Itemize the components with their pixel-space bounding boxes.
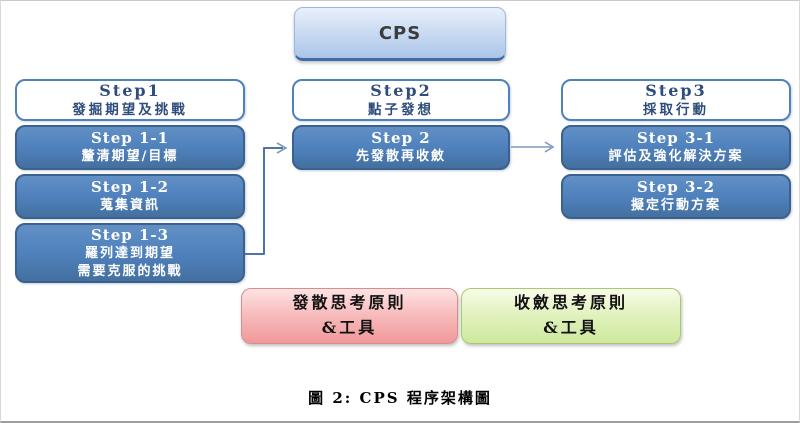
step-3-2-title: Step 3-2 [636, 177, 716, 196]
cps-label: CPS [378, 22, 422, 44]
step-1-2-box: Step 1-2 蒐集資訊 [15, 174, 245, 219]
convergent-tools-box: 收斂思考原則 &工具 [461, 288, 681, 344]
figure-caption: 圖 2: CPS 程序架構圖 [308, 389, 492, 407]
divergent-tools-line1: 發散思考原則 [292, 293, 407, 313]
step1-header-subtitle: 發掘期望及挑戰 [72, 101, 188, 118]
connector-step1-3-to-step2 [245, 147, 283, 255]
step3-header-box: Step3 採取行動 [561, 79, 791, 121]
step-3-1-subtitle: 評估及強化解決方案 [608, 149, 744, 165]
step2-header-box: Step2 點子發想 [292, 79, 510, 121]
step3-header-title: Step3 [645, 80, 707, 100]
step-2-subtitle: 先發散再收斂 [355, 149, 446, 165]
divergent-tools-box: 發散思考原則 &工具 [241, 288, 458, 344]
divergent-tools-line2: &工具 [321, 318, 378, 337]
step-2-box: Step 2 先發散再收斂 [292, 125, 510, 170]
step-3-1-box: Step 3-1 評估及強化解決方案 [561, 125, 791, 170]
step-1-3-subtitle-line2: 需要克服的挑戰 [77, 263, 183, 279]
step-1-1-subtitle: 釐清期望/目標 [81, 149, 179, 165]
step-1-1-title: Step 1-1 [90, 128, 170, 147]
convergent-tools-line2: &工具 [543, 318, 599, 337]
step1-header-title: Step1 [99, 80, 161, 100]
step-1-1-box: Step 1-1 釐清期望/目標 [15, 125, 245, 170]
step3-header-subtitle: 採取行動 [643, 101, 709, 118]
step2-header-title: Step2 [370, 80, 432, 100]
arrowhead-into-step3-1 [544, 141, 555, 153]
step-3-2-subtitle: 擬定行動方案 [630, 198, 721, 214]
convergent-tools-line1: 收斂思考原則 [513, 293, 628, 313]
step-1-3-box: Step 1-3 羅列達到期望 需要克服的挑戰 [15, 223, 245, 283]
step-3-1-title: Step 3-1 [636, 128, 716, 147]
step-3-2-box: Step 3-2 擬定行動方案 [561, 174, 791, 219]
step-1-2-title: Step 1-2 [90, 177, 170, 196]
step-1-2-subtitle: 蒐集資訊 [99, 198, 160, 214]
step-1-3-subtitle-line1: 羅列達到期望 [84, 246, 175, 262]
step2-header-subtitle: 點子發想 [368, 101, 434, 118]
step-1-3-title: Step 1-3 [90, 225, 170, 244]
cps-box: CPS [294, 7, 506, 61]
step1-header-box: Step1 發掘期望及挑戰 [15, 79, 245, 121]
step-2-title: Step 2 [371, 128, 431, 147]
arrowhead-into-step2 [276, 142, 288, 154]
